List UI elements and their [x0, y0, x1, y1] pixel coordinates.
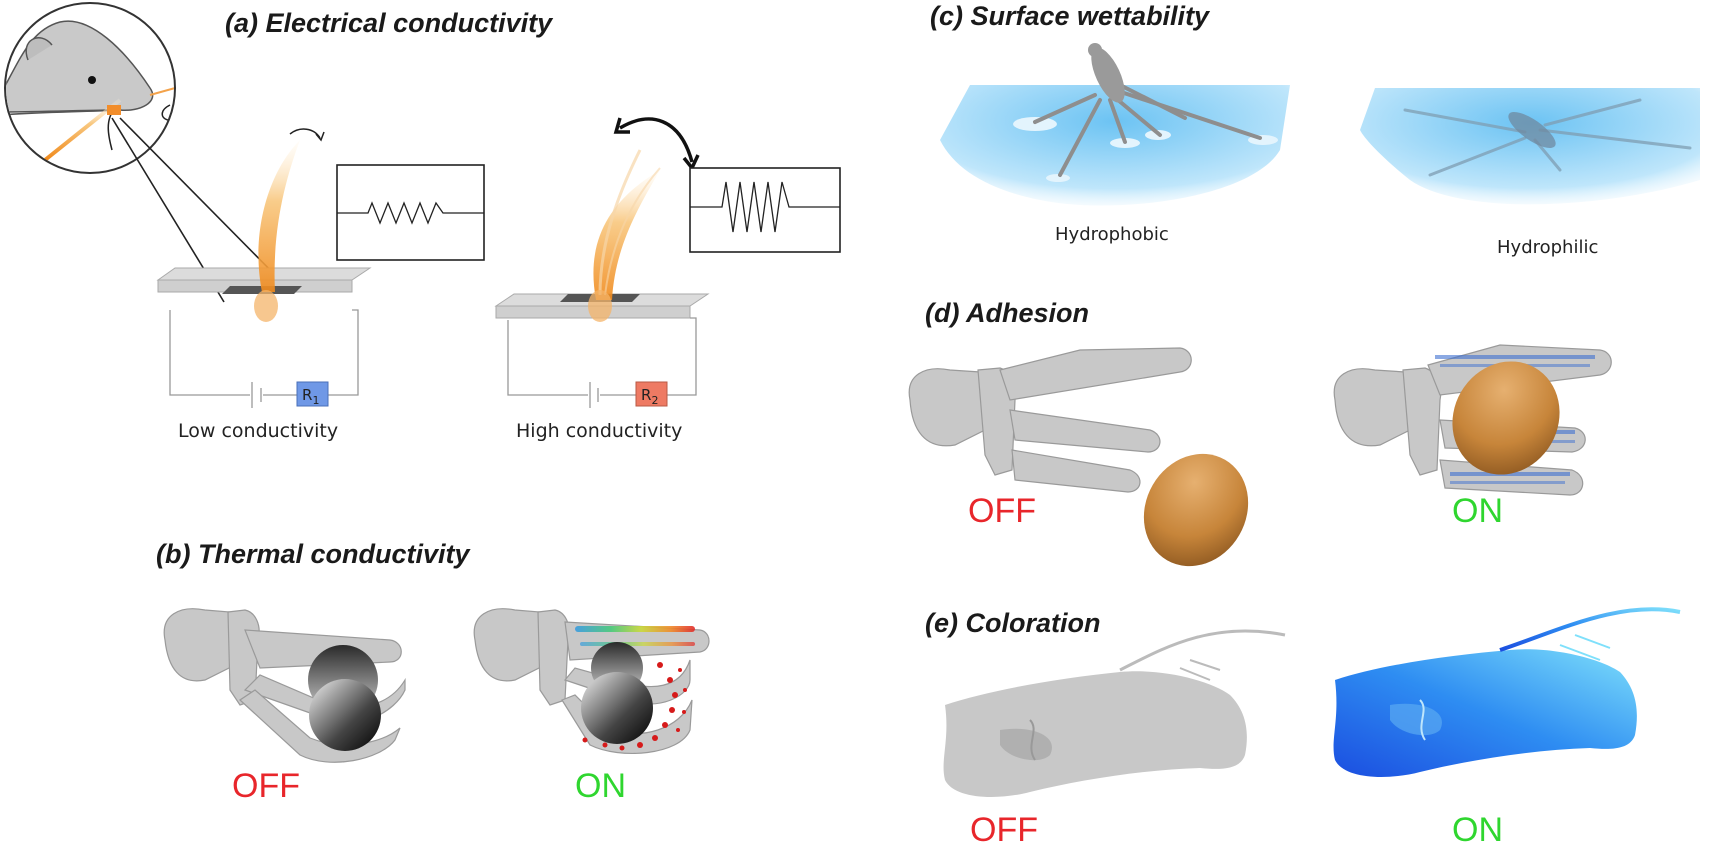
deflection-arrow-large [619, 117, 694, 163]
r1-label: R1 [302, 386, 319, 407]
low-conductivity-label: Low conductivity [178, 420, 338, 442]
adhesion-on-label: ON [1452, 492, 1503, 530]
heat-gradient [575, 626, 695, 632]
egg [1452, 361, 1560, 475]
panel-e: (e) Coloration OFF ON [925, 607, 1681, 847]
sensor-high [494, 117, 710, 322]
water-strider-hydrophobic [940, 43, 1290, 206]
egg [1143, 453, 1249, 567]
hydrophilic-label: Hydrophilic [1497, 237, 1598, 258]
mouse-eye [88, 76, 96, 84]
panel-c: (c) Surface wettability Hydrophobic [930, 1, 1700, 258]
stingray-off [943, 629, 1286, 797]
stingray-on [1333, 607, 1681, 777]
mouse-magnifier [4, 2, 176, 174]
signal-box-low [336, 164, 485, 261]
ball-light [581, 672, 653, 744]
deflection-arrow [289, 128, 321, 139]
water-surface [1360, 88, 1700, 205]
hair-strand [258, 140, 300, 292]
whisker-base [107, 105, 121, 115]
resistor-r1 [296, 381, 329, 407]
signal-box-high [689, 167, 841, 253]
hair-root [254, 290, 278, 322]
panel-d-title: (d) Adhesion [925, 298, 1089, 328]
hydrophobic-label: Hydrophobic [1055, 224, 1169, 245]
panel-a: (a) Electrical conductivity [4, 2, 841, 442]
panel-d: (d) Adhesion OFF ON [908, 298, 1612, 567]
circuit-high [507, 317, 697, 408]
resistor-r2 [635, 381, 668, 407]
thermal-on-label: ON [575, 767, 626, 805]
high-conductivity-label: High conductivity [516, 420, 682, 442]
ray-body [1333, 649, 1637, 777]
thermal-off-label: OFF [232, 767, 300, 805]
water-strider-hydrophilic [1360, 88, 1700, 205]
coloration-off-label: OFF [970, 811, 1038, 847]
hair-strand [593, 170, 660, 300]
panel-a-title: (a) Electrical conductivity [225, 8, 554, 38]
ray-body [943, 671, 1247, 797]
r2-label: R2 [641, 386, 658, 407]
gripper-off [908, 347, 1192, 493]
panel-c-title: (c) Surface wettability [930, 1, 1211, 31]
panel-e-title: (e) Coloration [925, 608, 1101, 638]
coloration-on-label: ON [1452, 811, 1503, 847]
hair-root [588, 290, 612, 322]
panel-b: (b) Thermal conductivity OFF [156, 539, 710, 805]
panel-b-title: (b) Thermal conductivity [156, 539, 472, 569]
adhesion-off-label: OFF [968, 492, 1036, 530]
ball-light [309, 679, 381, 751]
circuit-low [169, 309, 359, 408]
sensor-low [156, 128, 372, 322]
